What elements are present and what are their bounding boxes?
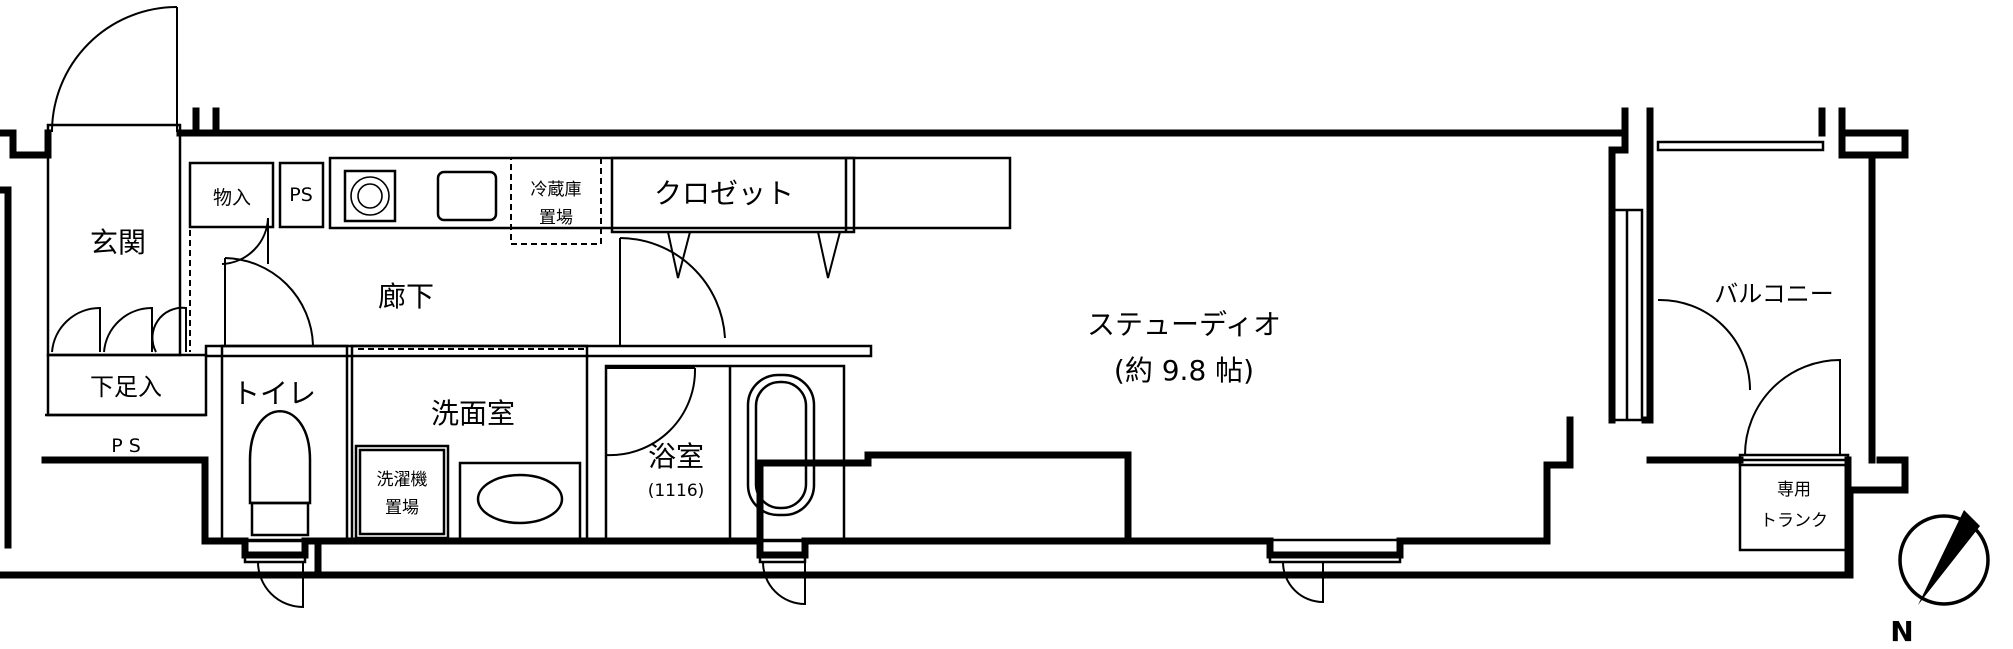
label-toilet: トイレ	[232, 377, 316, 410]
wet-area	[204, 257, 873, 543]
label-shoe-box: 下足入	[90, 373, 162, 401]
label-fridge-1: 冷蔵庫	[531, 180, 582, 200]
exterior-walls	[0, 107, 1909, 579]
label-washroom: 洗面室	[431, 397, 515, 430]
label-ps-lower: P S	[111, 435, 141, 457]
label-entrance: 玄関	[90, 226, 146, 259]
label-trunk-1: 専用	[1777, 480, 1811, 500]
label-studio-size: (約 9.8 帖)	[1114, 354, 1254, 387]
label-hallway: 廊下	[378, 280, 434, 313]
balcony-zone	[1657, 298, 1850, 552]
entrance-zone	[45, 6, 208, 462]
label-balcony: バルコニー	[1714, 280, 1834, 308]
label-bath-size: (1116)	[648, 481, 705, 501]
label-ps-upper: PS	[289, 184, 313, 206]
label-studio: ステューディオ	[1087, 308, 1281, 341]
north-arrow-icon	[1918, 510, 1980, 605]
compass-north-label: N	[1890, 615, 1913, 648]
kitchen-block	[188, 156, 1012, 345]
label-storage: 物入	[213, 187, 251, 209]
label-trunk-2: トランク	[1760, 511, 1828, 531]
compass: N	[1890, 510, 1990, 648]
room-labels: 玄関 物入 PS 冷蔵庫 置場 クロゼット 廊下 ステューディオ (約 9.8 …	[90, 177, 1834, 531]
label-washer-2: 置場	[385, 498, 419, 518]
label-fridge-2: 置場	[539, 208, 573, 228]
compass-ring	[1898, 514, 1990, 606]
label-closet: クロゼット	[654, 177, 794, 210]
label-bath: 浴室	[648, 440, 704, 473]
label-washer-1: 洗濯機	[377, 470, 428, 490]
bottom-windows	[243, 538, 1402, 609]
balcony-window	[1610, 140, 1825, 422]
